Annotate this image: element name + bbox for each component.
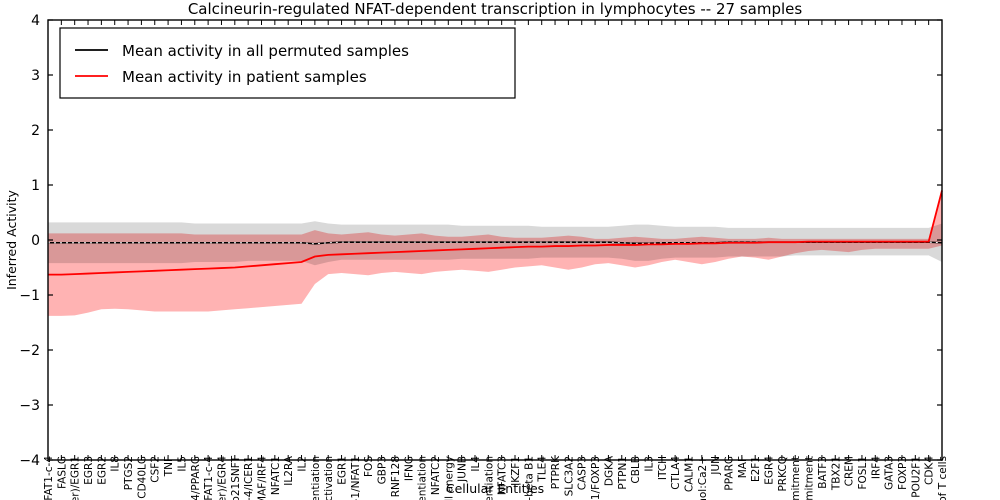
x-tick-label: PTPN1 (617, 456, 629, 490)
x-tick-label: IL3 (643, 456, 655, 472)
legend-label: Mean activity in all permuted samples (122, 42, 409, 60)
x-tick-label: T cell activation (323, 456, 335, 500)
x-tick-label: JunB/Fra1/NFAT1-c-4 (203, 456, 215, 500)
x-tick-label: TNF (163, 456, 175, 477)
x-tick-label: T-helper 2 cell lineage commitment (790, 456, 802, 500)
x-tick-label: JUNB (457, 456, 469, 483)
x-tick-label: EGR4 (764, 456, 776, 485)
y-tick-label: 4 (31, 13, 40, 29)
x-tick-label: CALM1 (683, 456, 695, 492)
x-tick-label: IL2RA (283, 455, 295, 485)
x-tick-label: NFATC3 (497, 456, 509, 495)
x-tick-label: activation-induced cell death of T cells (937, 456, 949, 500)
x-tick-label: NFAT1-c-4/MAF/IRF4 (256, 456, 268, 500)
legend-label: Mean activity in patient samples (122, 68, 367, 86)
x-tick-label: IRF4 (870, 456, 882, 479)
x-tick-label: T-helper 1 cell lineage commitment (804, 456, 816, 500)
y-tick-label: −3 (19, 398, 40, 414)
y-tick-labels: −4 −3 −2 −1 0 1 2 3 4 (19, 13, 40, 469)
x-tick-label: GBP3 (377, 456, 389, 484)
x-tick-label: CaM/Ca2+/Calcineurin A alpha-beta B1 (523, 456, 535, 500)
y-tick-label: 1 (31, 178, 40, 194)
x-tick-label: FOSL1 (857, 456, 869, 490)
x-tick-label: PTPRK (550, 455, 562, 489)
x-tick-label: TBX21 (830, 456, 842, 491)
x-tick-label: EGR1 (337, 456, 349, 485)
x-tick-label: NFATC2 (430, 456, 442, 495)
x-tick-label: IL8 (110, 456, 122, 472)
x-tick-label: JUN (710, 456, 722, 476)
x-tick-label: T cell anergy (443, 456, 455, 500)
y-tick-label: −2 (19, 343, 40, 359)
x-tick-label: NFATC1 (270, 456, 282, 495)
x-tick-label: mol:Ca2+ (697, 456, 709, 500)
x-tick-label: AP-1/NFAT1-c-4 (43, 456, 55, 500)
x-tick-label: CREM (844, 456, 856, 486)
x-tick-label: CASP3 (577, 456, 589, 490)
chart-title: Calcineurin-regulated NFAT-dependent tra… (188, 0, 803, 18)
x-tick-label: CD40LG (136, 456, 148, 499)
x-tick-label: NFAT1/FOXP3 (590, 456, 602, 500)
x-tick-label: NFAT1-c-4 (dimer)/EGR4 (216, 456, 228, 500)
x-tick-label: PRKCQ (777, 456, 789, 492)
x-tick-label: EGR2 (96, 456, 108, 485)
x-tick-label: IKZF1 (510, 456, 522, 486)
y-tick-label: −1 (19, 288, 40, 304)
x-tick-label: FOS (363, 456, 375, 477)
x-tick-label: NFAT1-c-4/PPARG (190, 456, 202, 500)
x-tick-label: ITCH (657, 456, 669, 480)
x-tick-label: SLC3A2 (563, 456, 575, 496)
confidence-bands (48, 189, 942, 316)
x-tick-label: TLE4 (537, 456, 549, 483)
x-tick-label: IL5 (176, 456, 188, 472)
x-tick-label: T-helper 2 cell differentiation (483, 456, 495, 500)
x-tick-label: IFNG (403, 456, 415, 481)
x-tick-label: IL4 (470, 456, 482, 472)
x-tick-label: PTGS2 (123, 456, 135, 490)
x-tick-label: CD4-positive CD25-positive alpha-beta re… (310, 456, 322, 500)
x-tick-label: E2F1 (750, 456, 762, 482)
legend: Mean activity in all permuted samplesMea… (59, 27, 516, 99)
x-tick-label: CTLA4 (670, 456, 682, 490)
x-tick-label: Jun/NFAT1-c-4/p21SNFT (230, 455, 242, 500)
x-tick-label: FASLG (56, 456, 68, 489)
x-tick-label: GATA3 (884, 456, 896, 490)
x-tick-label: PPARG (724, 456, 736, 491)
y-axis-label: Inferred Activity (4, 189, 19, 289)
x-tick-label: EGR3 (83, 456, 95, 485)
x-tick-label: CBLB (630, 456, 642, 484)
x-tick-label: DGKA (603, 455, 615, 486)
x-tick-label: FOXP3 (897, 456, 909, 490)
x-tick-label: MAF (737, 456, 749, 478)
series-lines (48, 190, 943, 276)
x-tick-labels: AP-1/NFAT1-c-4FASLGNFAT1-c-4 (dimer)/EGR… (43, 455, 949, 500)
x-tick-label: NFAT1-c-4 (dimer)/EGR1 (70, 456, 82, 500)
y-tick-label: 3 (31, 68, 40, 84)
x-tick-label: POU2F1 (910, 456, 922, 498)
x-tick-label: AP-1/NFAT1 (350, 456, 362, 500)
x-axis-label: Cellular Entities (446, 481, 544, 496)
y-tick-label: 2 (31, 123, 40, 139)
x-tick-label: CDK4 (924, 456, 936, 485)
x-tick-label: NFAT1-c-4/ICER1 (243, 456, 255, 500)
x-tick-label: BATF3 (817, 456, 829, 489)
y-tick-label: −4 (19, 453, 40, 469)
x-tick-label: RNF128 (390, 456, 402, 497)
axes (47, 19, 943, 461)
x-tick-label: IL2 (297, 456, 309, 472)
x-tick-label: CSF2 (150, 456, 162, 483)
y-tick-label: 0 (31, 233, 40, 249)
x-tick-label: T-helper 1 cell differentiation (417, 456, 429, 500)
